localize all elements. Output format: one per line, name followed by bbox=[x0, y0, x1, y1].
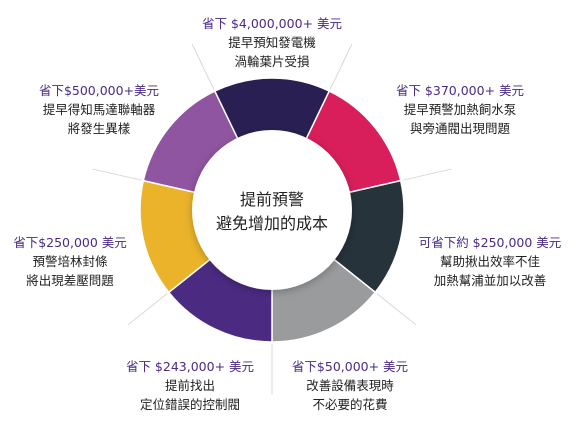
leader-line bbox=[376, 293, 417, 326]
savings-description: 幫助揪出效率不佳 bbox=[439, 254, 540, 269]
savings-amount: 省下$250,000 美元 bbox=[13, 235, 127, 250]
center-circle bbox=[192, 130, 352, 290]
center-title-line-1: 提前預警 bbox=[239, 190, 304, 209]
segment-label-motor-coupling: 省下$500,000+美元 提早得知馬達聯軸器 將發生異樣 bbox=[14, 81, 184, 138]
segment-label-turbine: 省下 $4,000,000+ 美元 提早預知發電機 渦輪葉片受損 bbox=[172, 14, 372, 71]
savings-description: 定位錯誤的控制閥 bbox=[139, 397, 240, 412]
segment-label-heater-pump: 省下 $370,000+ 美元 提早預警加熱飼水泵 與旁通閥出現問題 bbox=[370, 81, 550, 138]
leader-line bbox=[191, 44, 215, 90]
leader-line bbox=[329, 44, 353, 90]
segment-label-gland-seal: 省下$250,000 美元 預警培林封條 將出現差壓問題 bbox=[0, 233, 140, 290]
savings-description: 提早預警加熱飼水泵 bbox=[403, 102, 517, 117]
savings-description: 不必要的花費 bbox=[312, 397, 388, 412]
savings-description: 將發生異樣 bbox=[67, 121, 131, 136]
savings-description: 加熱幫浦並加以改善 bbox=[433, 273, 547, 288]
segment-label-control-valve: 省下 $243,000+ 美元 提前找出 定位錯誤的控制閥 bbox=[100, 357, 280, 414]
savings-amount: 省下$500,000+美元 bbox=[38, 83, 160, 98]
savings-description: 預警培林封條 bbox=[32, 254, 108, 269]
savings-description: 將出現差壓問題 bbox=[26, 273, 114, 288]
savings-amount: 可省下約 $250,000 美元 bbox=[418, 235, 562, 250]
savings-amount: 省下 $243,000+ 美元 bbox=[125, 359, 255, 374]
segment-label-pump-efficiency: 可省下約 $250,000 美元 幫助揪出效率不佳 加熱幫浦並加以改善 bbox=[405, 233, 575, 290]
segment-label-equipment: 省下$50,000+ 美元 改善設備表現時 不必要的花費 bbox=[275, 357, 425, 414]
savings-amount: 省下$50,000+ 美元 bbox=[291, 359, 409, 374]
leader-line bbox=[127, 293, 168, 326]
savings-description: 提早得知馬達聯軸器 bbox=[42, 102, 156, 117]
center-caption: 提前預警 避免增加的成本 bbox=[192, 188, 352, 236]
center-title-line-2: 避免增加的成本 bbox=[215, 214, 328, 233]
savings-amount: 省下 $4,000,000+ 美元 bbox=[202, 16, 342, 31]
savings-amount: 省下 $370,000+ 美元 bbox=[395, 83, 525, 98]
savings-description: 提早預知發電機 bbox=[228, 35, 316, 50]
leader-line bbox=[92, 168, 142, 181]
leader-line bbox=[402, 168, 452, 181]
savings-description: 改善設備表現時 bbox=[306, 378, 394, 393]
savings-description: 與旁通閥出現問題 bbox=[409, 121, 510, 136]
leader-lines bbox=[92, 44, 452, 394]
savings-description: 提前找出 bbox=[164, 378, 215, 393]
savings-description: 渦輪葉片受損 bbox=[234, 54, 310, 69]
